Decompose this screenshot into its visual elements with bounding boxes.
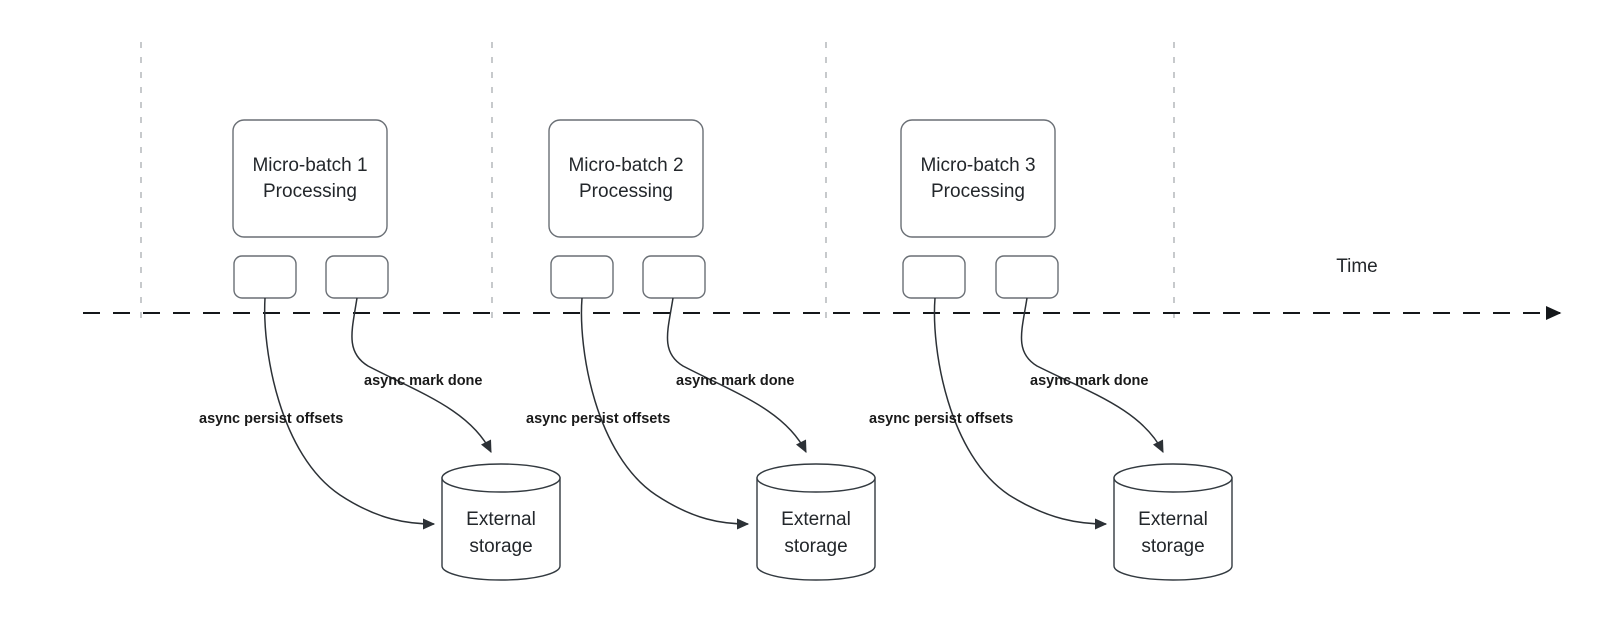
mark-done-task-box-3[interactable] <box>995 255 1059 299</box>
time-axis-label: Time <box>1336 256 1378 277</box>
async-mark-done-arrow-1 <box>351 297 492 454</box>
micro-batch-group-3: Micro-batch 3 Processing async persist o… <box>869 119 1233 581</box>
divider-group <box>140 42 1175 322</box>
cylinder-top-2 <box>756 463 876 493</box>
cylinder-top-1 <box>441 463 561 493</box>
persist-offsets-task-box-1[interactable] <box>233 255 297 299</box>
external-storage-cylinder-3[interactable]: External storage <box>1113 463 1233 581</box>
external-storage-cylinder-2[interactable]: External storage <box>756 463 876 581</box>
async-mark-done-arrow-3 <box>1020 297 1164 454</box>
external-storage-label-3-line1: External <box>1138 509 1208 530</box>
external-storage-label-2-line1: External <box>781 509 851 530</box>
external-storage-label-2-line2: storage <box>784 536 847 557</box>
mark-done-task-box-1[interactable] <box>325 255 389 299</box>
micro-batch-group-2: Micro-batch 2 Processing async persist o… <box>526 119 876 581</box>
async-persist-offsets-label-3: async persist offsets <box>869 411 1013 427</box>
async-mark-done-arrow-2 <box>666 297 807 454</box>
micro-batch-3-box[interactable] <box>900 119 1056 238</box>
mark-done-task-box-2[interactable] <box>642 255 706 299</box>
async-mark-done-label-2: async mark done <box>676 373 794 389</box>
async-persist-offsets-arrow-1 <box>263 297 436 530</box>
async-persist-offsets-arrow-3 <box>933 297 1108 530</box>
async-mark-done-label-3: async mark done <box>1030 373 1148 389</box>
async-mark-done-label-1: async mark done <box>364 373 482 389</box>
external-storage-label-3-line2: storage <box>1141 536 1204 557</box>
persist-offsets-task-box-2[interactable] <box>550 255 614 299</box>
micro-batch-1-box[interactable] <box>232 119 388 238</box>
persist-offsets-task-box-3[interactable] <box>902 255 966 299</box>
micro-batch-3-label-line1: Micro-batch 3 <box>920 155 1035 176</box>
micro-batch-2-box[interactable] <box>548 119 704 238</box>
micro-batch-1-label-line2: Processing <box>263 181 357 202</box>
cylinder-body-2 <box>756 477 876 581</box>
external-storage-label-1-line1: External <box>466 509 536 530</box>
micro-batch-2-label-line1: Micro-batch 2 <box>568 155 683 176</box>
micro-batch-group-1: Micro-batch 1 Processing async persist o… <box>199 119 561 581</box>
async-persist-offsets-arrow-2 <box>580 297 750 530</box>
micro-batch-2-label-line2: Processing <box>579 181 673 202</box>
async-persist-offsets-label-2: async persist offsets <box>526 411 670 427</box>
cylinder-top-3 <box>1113 463 1233 493</box>
cylinder-body-1 <box>441 477 561 581</box>
time-axis: Time <box>83 256 1562 321</box>
external-storage-label-1-line2: storage <box>469 536 532 557</box>
micro-batch-3-label-line2: Processing <box>931 181 1025 202</box>
micro-batch-1-label-line1: Micro-batch 1 <box>252 155 367 176</box>
async-persist-offsets-label-1: async persist offsets <box>199 411 343 427</box>
cylinder-body-3 <box>1113 477 1233 581</box>
external-storage-cylinder-1[interactable]: External storage <box>441 463 561 581</box>
